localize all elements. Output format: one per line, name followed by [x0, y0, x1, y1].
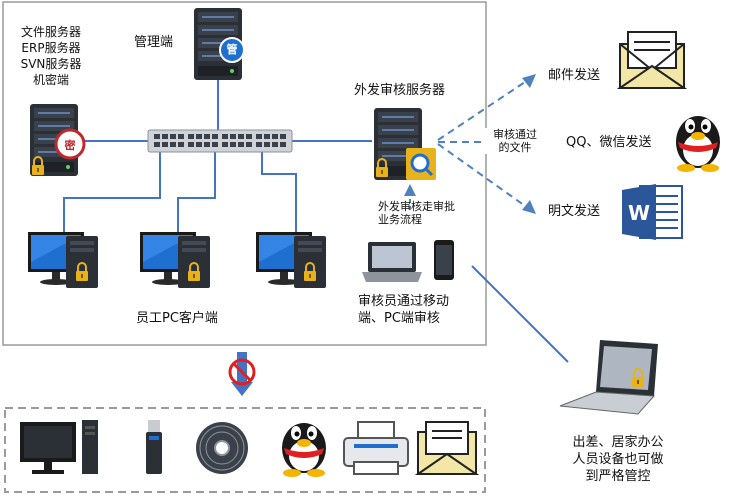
- desktop-pc-icon: [140, 232, 210, 288]
- approval-flow-line: 外发审核走审批: [378, 200, 455, 213]
- reviewed-files-line: 审核通过: [493, 128, 537, 141]
- reviewed-files-label: 审核通过 的文件: [484, 128, 546, 154]
- employee-pc-label: 员工PC客户端: [136, 311, 218, 326]
- svn-server-line: SVN服务器: [20, 57, 82, 71]
- server-icon: [29, 103, 86, 177]
- remote-office-label: 出差、居家办公 人员设备也可做 到严格管控: [566, 434, 670, 485]
- mgmt-badge: 管: [226, 43, 238, 56]
- phone-icon: [434, 240, 454, 280]
- remote-office-line: 人员设备也可做: [572, 452, 664, 467]
- external-review-server-label: 外发审核服务器: [354, 83, 446, 98]
- management-label: 管理端: [134, 35, 174, 50]
- printer-icon: [343, 421, 409, 475]
- usb-drive-icon: [146, 420, 162, 474]
- desktop-pc-icon: [20, 420, 98, 474]
- secret-end-line: 机密端: [32, 73, 69, 87]
- qq-wechat-send-label: QQ、微信发送: [566, 135, 652, 150]
- network-switch-icon: [147, 129, 293, 153]
- intranet-boundary: [2, 1, 487, 346]
- remote-office-line: 到严格管控: [585, 469, 651, 484]
- svg-text:W: W: [628, 201, 650, 225]
- desktop-pc-icon: [256, 232, 326, 288]
- reviewer-line: 审核员通过移动: [358, 294, 450, 309]
- envelope-icon: [414, 421, 480, 475]
- reviewer-line: 端、PC端审核: [358, 311, 440, 326]
- desktop-pc-icon: [28, 232, 98, 288]
- laptop-icon: [559, 340, 658, 415]
- qq-penguin-icon: [282, 423, 326, 477]
- secret-badge: 密: [64, 139, 76, 152]
- qq-penguin-icon: [676, 116, 720, 172]
- blocked-devices-box: [4, 407, 486, 493]
- approval-flow-line: 业务流程: [378, 213, 422, 226]
- server-icon: [373, 107, 436, 181]
- approval-flow-label: 外发审核走审批 业务流程: [378, 200, 455, 226]
- remote-office-line: 出差、居家办公: [572, 435, 664, 450]
- plaintext-send-label: 明文发送: [548, 204, 601, 219]
- email-send-label: 邮件发送: [548, 68, 601, 83]
- laptop-icon: [362, 242, 422, 282]
- word-document-icon: W: [622, 184, 683, 240]
- file-server-line: 文件服务器: [20, 25, 81, 39]
- reviewed-files-line: 的文件: [498, 141, 532, 154]
- prohibited-icon: [228, 352, 256, 396]
- cd-disc-icon: [196, 422, 248, 474]
- file-servers-label: 文件服务器 ERP服务器 SVN服务器 机密端: [16, 24, 86, 88]
- erp-server-line: ERP服务器: [21, 41, 81, 55]
- reviewer-label: 审核员通过移动 端、PC端审核: [358, 293, 449, 327]
- network-lines: [63, 78, 569, 363]
- envelope-icon: [616, 31, 688, 89]
- server-icon: [193, 7, 245, 81]
